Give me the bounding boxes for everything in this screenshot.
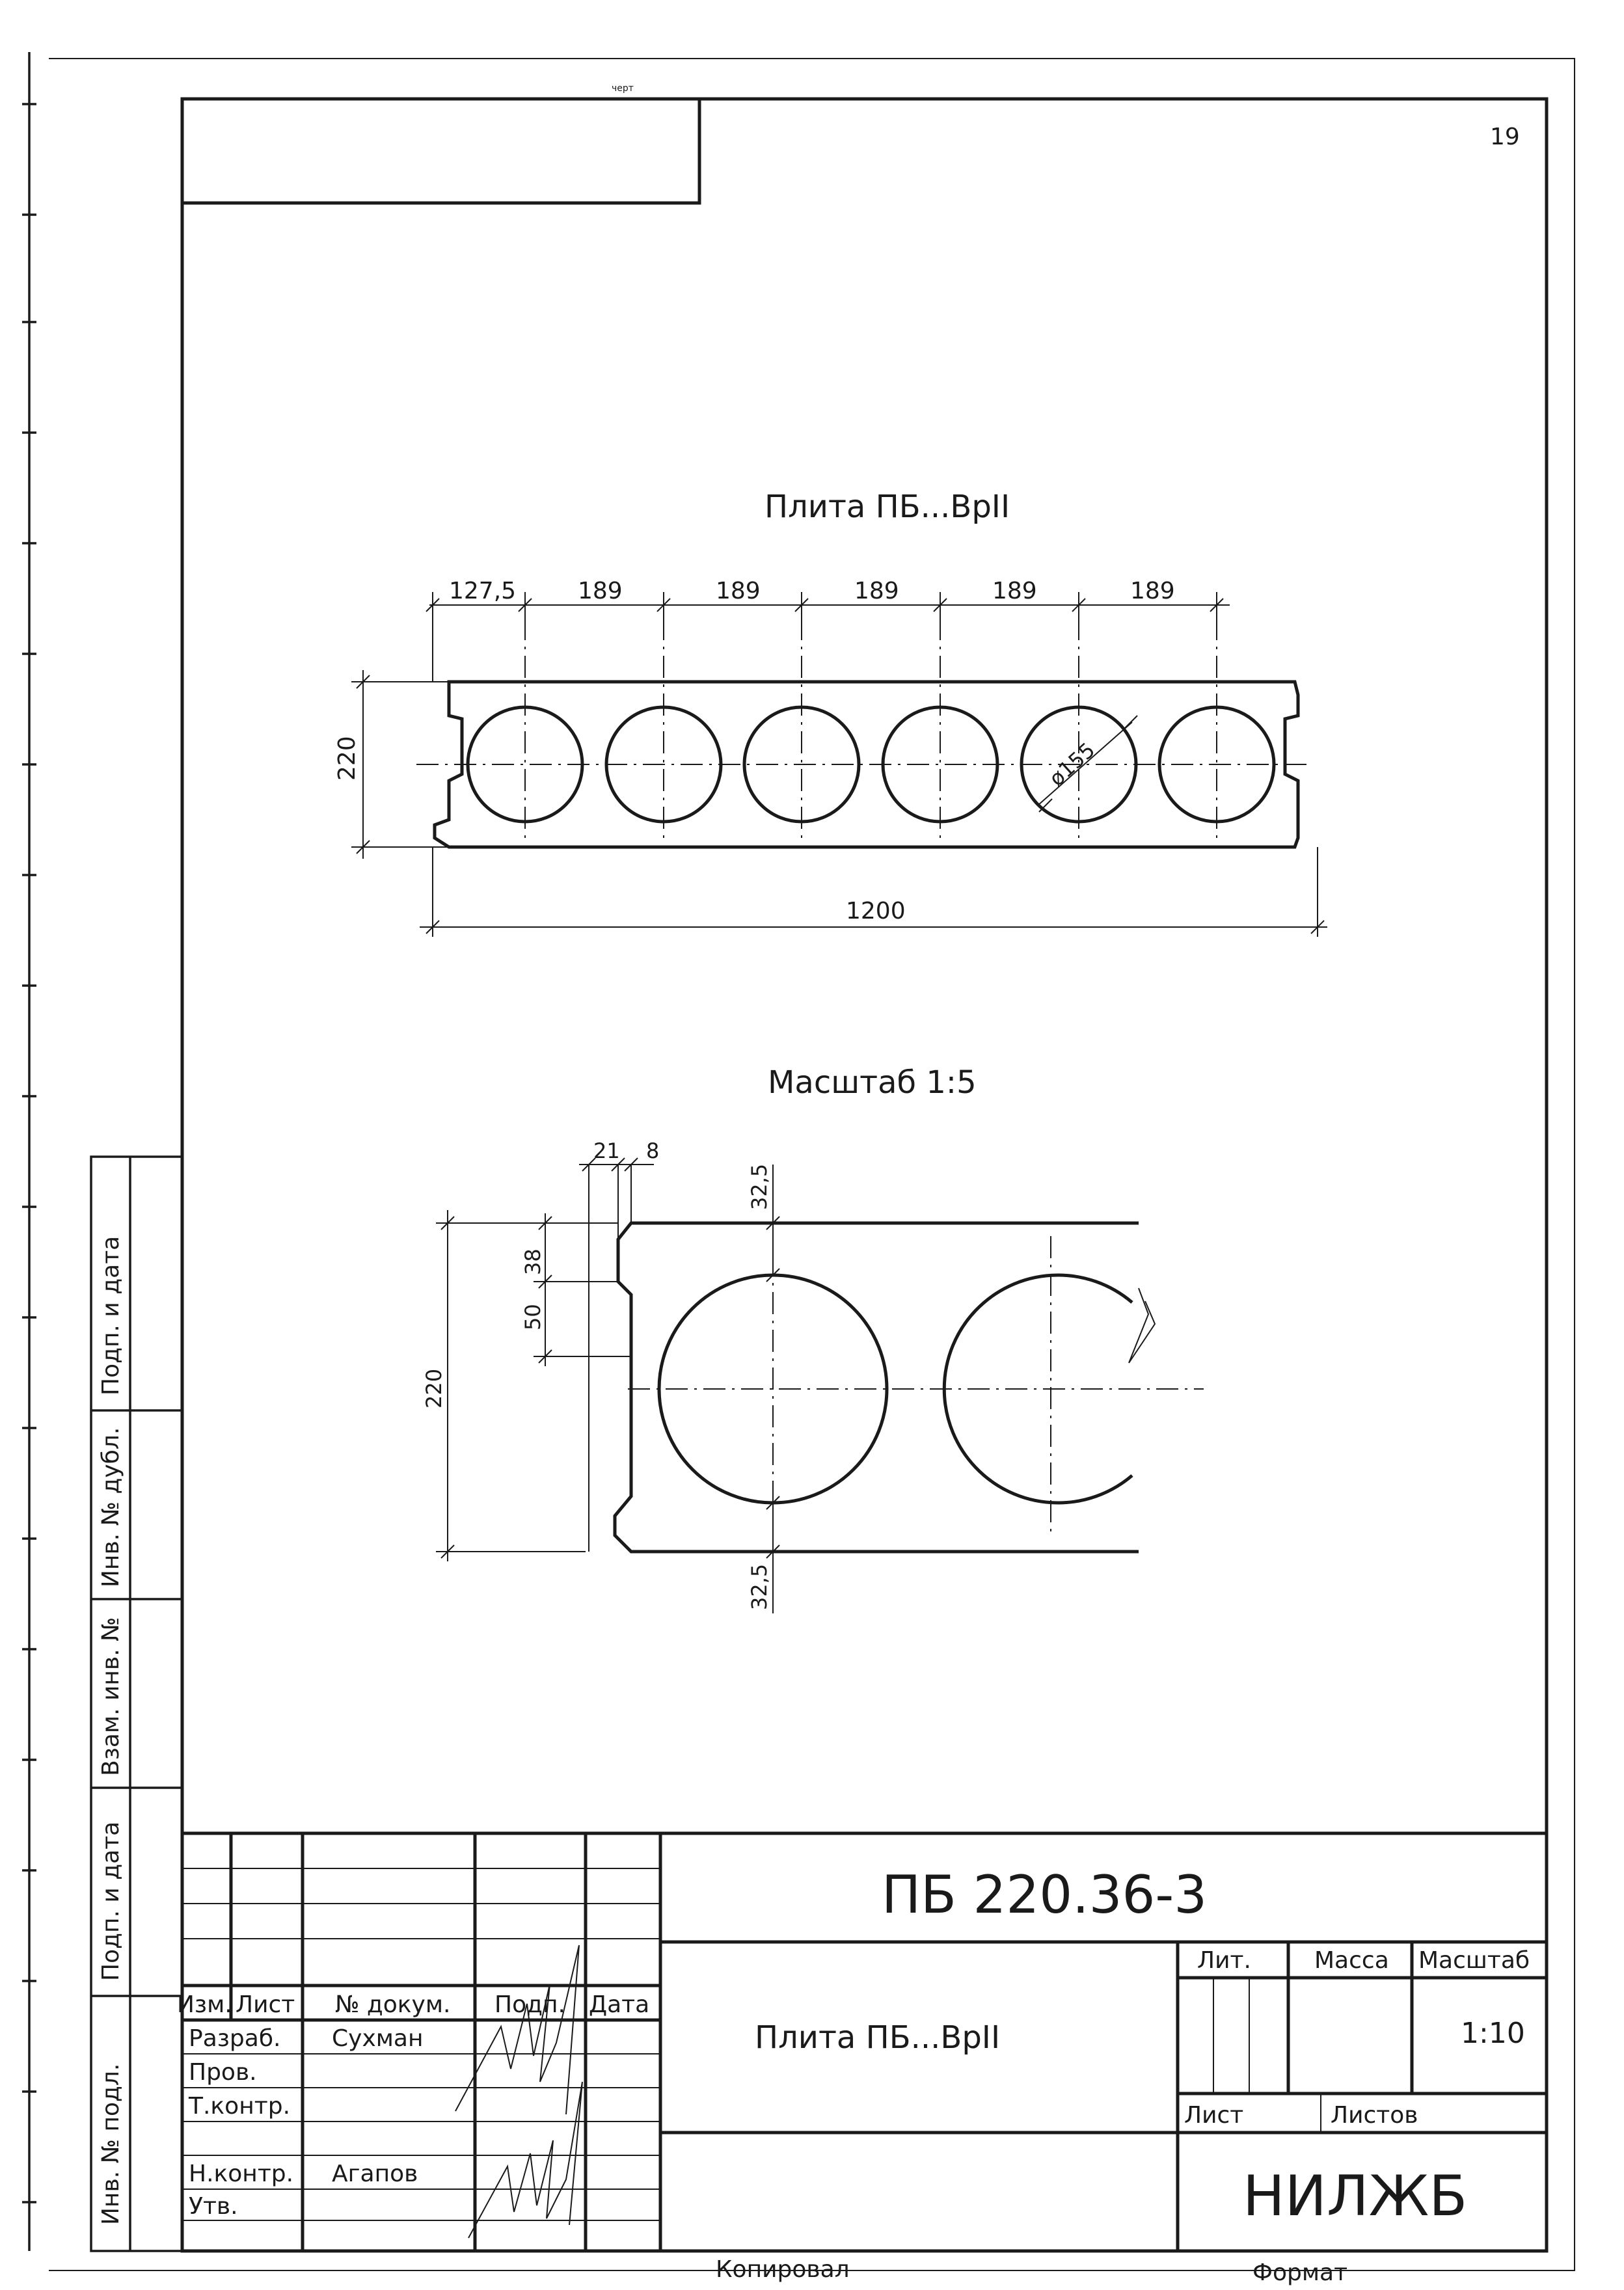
- top-mark: черт: [612, 83, 634, 94]
- tb-role-norm-control: Н.контр.: [189, 2161, 293, 2187]
- side-label-replace-inv: Взам. инв. №: [98, 1617, 124, 1776]
- detail-outline: [613, 1221, 1139, 1554]
- tb-role-approved: Утв.: [189, 2193, 238, 2220]
- tb-product-name: Плита ПБ...ВрII: [755, 2019, 1000, 2056]
- detail-dim-50: 50: [521, 1304, 545, 1330]
- tb-sheets-label: Листов: [1331, 2102, 1418, 2129]
- paper-outline: [49, 58, 1575, 2271]
- tb-header-list: Лист: [236, 1991, 295, 2018]
- tb-organization: НИЛЖБ: [1243, 2164, 1467, 2229]
- side-stamp-grid: [90, 1155, 182, 2252]
- side-label-dup-inv: Инв. № дубл.: [98, 1427, 124, 1587]
- tb-header-date: Дата: [589, 1991, 649, 2018]
- tb-sheet-label: Лист: [1184, 2102, 1243, 2129]
- tb-scale-label: Масштаб: [1418, 1947, 1530, 1974]
- main-view-title: Плита ПБ...ВрII: [765, 489, 1010, 525]
- dim-spacing-6: 189: [1130, 578, 1175, 604]
- tb-scale-value: 1:10: [1461, 2017, 1525, 2050]
- footer-format: Формат: [1252, 2259, 1347, 2286]
- detail-dim-8: 8: [646, 1138, 659, 1163]
- dim-spacing-3: 189: [716, 578, 761, 604]
- dim-height-main: 220: [334, 736, 360, 781]
- detail-dim-cover-top: 32,5: [747, 1164, 772, 1210]
- dim-spacing-1: 127,5: [449, 578, 516, 604]
- tb-name-norm-control: Агапов: [332, 2161, 418, 2187]
- tb-role-developed: Разраб.: [189, 2025, 280, 2052]
- dim-spacing-4: 189: [854, 578, 899, 604]
- tb-header-doc: № докум.: [335, 1991, 450, 2018]
- dimension-width-main: [420, 847, 1327, 937]
- dimension-height-main: [351, 670, 449, 859]
- detail-dim-lines: [436, 1157, 780, 1613]
- tb-role-tech-control: Т.контр.: [188, 2093, 290, 2120]
- detail-dim-21: 21: [593, 1138, 620, 1163]
- side-label-orig-inv: Инв. № подл.: [98, 2064, 124, 2225]
- detail-dim-220: 220: [422, 1369, 446, 1408]
- slab-section: [433, 680, 1300, 849]
- dimension-diameter: [1037, 715, 1138, 813]
- slab-axes: [416, 618, 1308, 839]
- signature-upper: [455, 1945, 580, 2115]
- detail-break-line: [1128, 1287, 1156, 1364]
- tb-name-developed: Сухман: [332, 2025, 424, 2052]
- dim-spacing-2: 189: [578, 578, 623, 604]
- top-stamp-box: [182, 99, 701, 205]
- dimension-chain-top: [426, 592, 1230, 682]
- tb-header-izm: Изм.: [177, 1991, 232, 2018]
- tb-role-checked: Пров.: [189, 2059, 257, 2086]
- title-block-grid: [182, 1831, 1547, 2251]
- tb-designation: ПБ 220.36-3: [882, 1865, 1207, 1925]
- page-number: 19: [1490, 124, 1520, 150]
- footer-copied: Копировал: [716, 2256, 850, 2283]
- dim-width-main: 1200: [846, 898, 906, 924]
- detail-axes: [628, 1217, 1204, 1561]
- signature-lower: [468, 2081, 583, 2239]
- detail-view-title: Масштаб 1:5: [768, 1064, 977, 1101]
- tb-lit-label: Лит.: [1197, 1947, 1251, 1974]
- binding-marks: [22, 52, 36, 2251]
- tb-header-sign: Подп.: [494, 1991, 565, 2018]
- detail-dim-cover-bottom: 32,5: [747, 1564, 772, 1610]
- tb-mass-label: Масса: [1314, 1947, 1389, 1974]
- detail-dim-38: 38: [521, 1248, 545, 1275]
- drawing-frame: [180, 97, 1549, 2253]
- dim-diameter: ø155: [1044, 738, 1100, 791]
- side-label-sign-date-1: Подп. и дата: [98, 1236, 124, 1395]
- dim-spacing-5: 189: [992, 578, 1037, 604]
- side-label-sign-date-2: Подп. и дата: [98, 1822, 124, 1981]
